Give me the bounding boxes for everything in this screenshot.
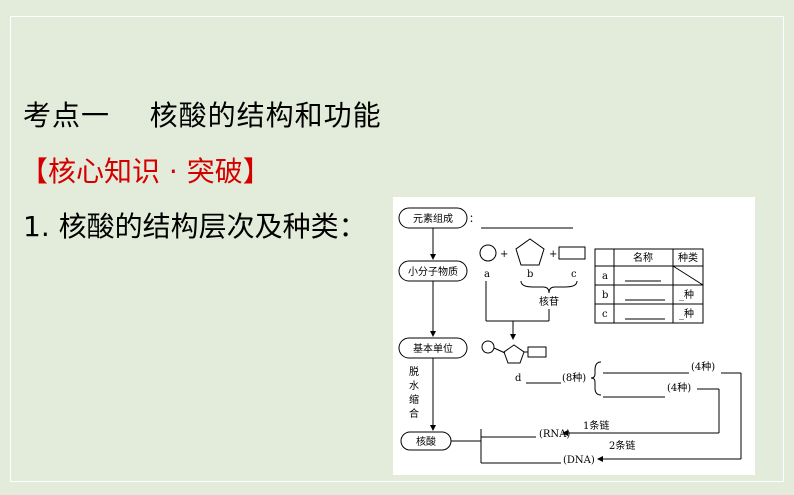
process-label-1: 脱 — [409, 365, 419, 378]
section-title: 考点一 核酸的结构和功能 — [23, 99, 382, 132]
table-col-name: 名称 — [633, 251, 653, 264]
slide-frame — [10, 16, 784, 482]
basic-unit-label: 基本单位 — [413, 342, 453, 355]
two-chains-label: 2条链 — [609, 439, 635, 452]
plus-1: + — [500, 249, 508, 260]
colon: ： — [469, 214, 479, 225]
nucleic-acid-label: 核酸 — [416, 435, 436, 448]
composition-table: 名称 种类 a b c _种 _种 — [594, 248, 704, 324]
table-row-a: a — [602, 271, 608, 282]
kinds-8: (8种) — [562, 371, 586, 384]
phosphate-circle — [479, 244, 497, 262]
table-kind-c: _种 — [679, 307, 694, 320]
base-rect — [558, 246, 586, 260]
kinds-4b: (4种) — [667, 381, 691, 394]
one-chain-label: 1条链 — [583, 419, 609, 432]
section-subtitle: 【核心知识 · 突破】 — [20, 155, 271, 188]
nucleotide-phosphate — [481, 340, 495, 354]
nucleic-acid-diagram: 元素组成 ： 小分子物质 基本单位 脱 水 缩 合 核酸 + + a b c 核… — [393, 197, 755, 475]
label-b: b — [527, 269, 533, 280]
process-label-3: 缩 — [409, 393, 419, 406]
plus-2: + — [549, 249, 557, 260]
kinds-4a: (4种) — [691, 360, 715, 373]
sugar-pentagon — [515, 238, 545, 266]
elements-label: 元素组成 — [413, 212, 453, 225]
label-a: a — [484, 269, 490, 280]
nucleoside-label: 核苷 — [539, 295, 559, 308]
process-label-4: 合 — [409, 407, 419, 420]
table-row-c: c — [602, 309, 608, 320]
item-heading: 1. 核酸的结构层次及种类： — [23, 210, 367, 243]
rna-label: (RNA) — [539, 429, 570, 440]
nucleotide-base — [527, 346, 547, 358]
diagram-svg: 元素组成 ： 小分子物质 基本单位 脱 水 缩 合 核酸 + + a b c 核… — [398, 207, 742, 466]
table-row-b: b — [602, 290, 608, 301]
nucleotide-bond-1 — [493, 347, 506, 354]
label-c: c — [571, 269, 577, 280]
small-molecule-label: 小分子物质 — [408, 265, 458, 278]
nucleoside-brace — [520, 280, 578, 294]
nucleotide-sugar — [503, 344, 525, 364]
table-kind-b: _种 — [679, 288, 694, 301]
process-label-2: 水 — [409, 380, 419, 392]
dna-label: (DNA) — [563, 455, 595, 466]
kinds-brace — [590, 361, 602, 396]
label-d: d — [515, 373, 522, 384]
table-col-kind: 种类 — [678, 251, 698, 264]
